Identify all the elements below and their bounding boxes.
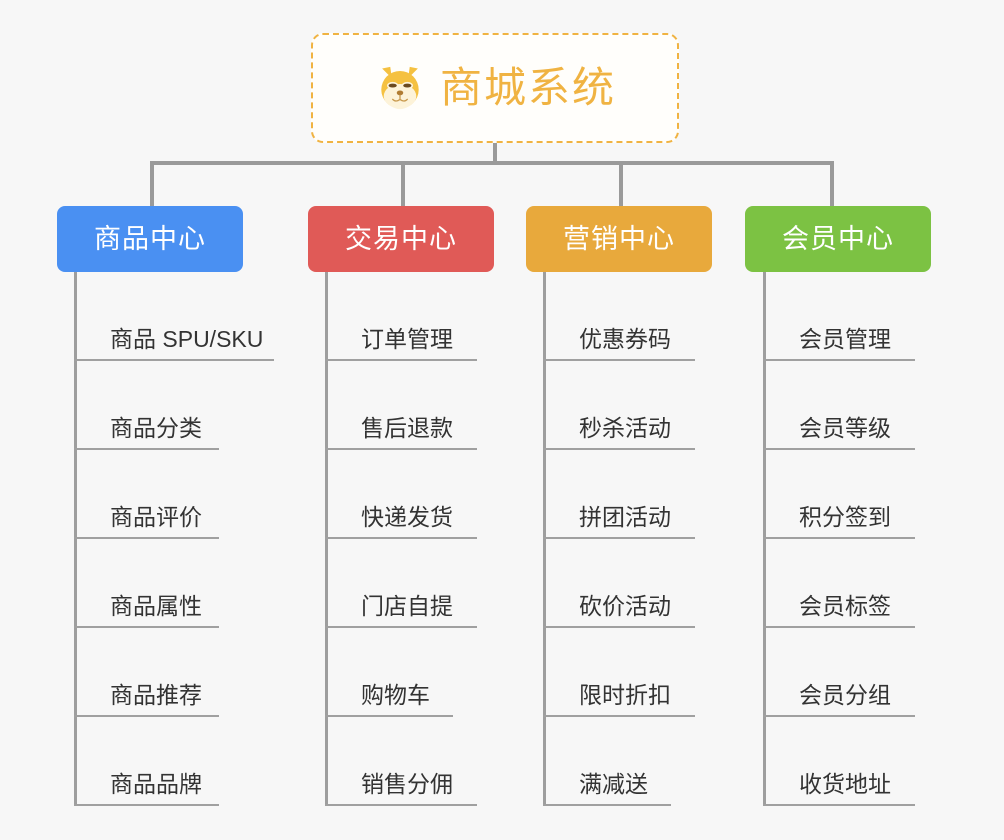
leaf-underline: [325, 537, 477, 539]
leaf-rail-2: [325, 272, 328, 806]
leaf-underline: [763, 804, 915, 806]
leaf-label: 积分签到: [799, 504, 891, 530]
connector-root-stem: [493, 143, 497, 165]
leaf-label: 收货地址: [799, 771, 891, 797]
leaf-item[interactable]: 售后退款: [325, 361, 485, 450]
leaf-item[interactable]: 砍价活动: [543, 539, 703, 628]
leaf-label: 会员标签: [799, 593, 891, 619]
root-node-title: 商城系统: [439, 64, 616, 111]
leaf-underline: [543, 537, 695, 539]
leaf-label: 会员分组: [799, 682, 891, 708]
leaf-rail-1: [74, 272, 77, 806]
leaf-item[interactable]: 商品分类: [74, 361, 284, 450]
leaf-item[interactable]: 商品属性: [74, 539, 284, 628]
leaf-underline: [543, 626, 695, 628]
leaf-underline: [74, 537, 219, 539]
category-label-2: 交易中心: [345, 223, 457, 254]
leaf-label: 销售分佣: [361, 771, 453, 797]
leaf-item[interactable]: 商品品牌: [74, 717, 284, 806]
leaf-item[interactable]: 积分签到: [763, 450, 923, 539]
leaf-label: 优惠券码: [579, 326, 671, 352]
category-label-4: 会员中心: [782, 223, 894, 254]
leaf-label: 会员管理: [799, 326, 891, 352]
leaf-item[interactable]: 购物车: [325, 628, 485, 717]
leaf-label: 商品品牌: [110, 771, 202, 797]
category-node-2[interactable]: 交易中心: [308, 206, 494, 272]
leaf-label: 商品评价: [110, 504, 202, 530]
leaf-item[interactable]: 拼团活动: [543, 450, 703, 539]
leaf-underline: [543, 448, 695, 450]
leaf-item[interactable]: 收货地址: [763, 717, 923, 806]
leaf-label: 拼团活动: [579, 504, 671, 530]
leaf-underline: [325, 804, 477, 806]
leaf-column-1: 商品 SPU/SKU 商品分类 商品评价 商品属性 商品推荐 商品品牌: [74, 272, 284, 806]
leaf-label: 秒杀活动: [579, 415, 671, 441]
leaf-underline: [325, 448, 477, 450]
leaf-underline: [543, 804, 671, 806]
connector-horizontal-bus: [150, 161, 834, 165]
connector-drop-1: [150, 161, 154, 207]
connector-drop-4: [830, 161, 834, 207]
leaf-item[interactable]: 销售分佣: [325, 717, 485, 806]
leaf-item[interactable]: 会员标签: [763, 539, 923, 628]
leaf-item[interactable]: 会员等级: [763, 361, 923, 450]
leaf-item[interactable]: 满减送: [543, 717, 703, 806]
leaf-item[interactable]: 商品评价: [74, 450, 284, 539]
leaf-label: 售后退款: [361, 415, 453, 441]
category-node-4[interactable]: 会员中心: [745, 206, 931, 272]
leaf-label: 购物车: [361, 682, 430, 708]
leaf-rail-3: [543, 272, 546, 806]
leaf-item[interactable]: 会员分组: [763, 628, 923, 717]
leaf-label: 砍价活动: [579, 593, 671, 619]
shiba-dog-face-icon: [374, 62, 426, 114]
leaf-label: 商品属性: [110, 593, 202, 619]
leaf-underline: [763, 537, 915, 539]
leaf-rail-4: [763, 272, 766, 806]
leaf-underline: [325, 359, 477, 361]
category-label-1: 商品中心: [94, 223, 206, 254]
leaf-label: 订单管理: [361, 326, 453, 352]
leaf-item[interactable]: 商品推荐: [74, 628, 284, 717]
leaf-label: 商品 SPU/SKU: [110, 326, 264, 352]
leaf-column-4: 会员管理 会员等级 积分签到 会员标签 会员分组 收货地址: [763, 272, 923, 806]
leaf-underline: [325, 715, 453, 717]
leaf-item[interactable]: 快递发货: [325, 450, 485, 539]
leaf-label: 快递发货: [361, 504, 453, 530]
category-node-3[interactable]: 营销中心: [526, 206, 712, 272]
leaf-item[interactable]: 优惠券码: [543, 272, 703, 361]
leaf-underline: [763, 626, 915, 628]
leaf-column-2: 订单管理 售后退款 快递发货 门店自提 购物车 销售分佣: [325, 272, 485, 806]
leaf-underline: [763, 359, 915, 361]
category-node-1[interactable]: 商品中心: [57, 206, 243, 272]
leaf-item[interactable]: 门店自提: [325, 539, 485, 628]
leaf-underline: [74, 448, 219, 450]
leaf-label: 门店自提: [361, 593, 453, 619]
leaf-underline: [74, 715, 219, 717]
leaf-underline: [74, 804, 219, 806]
leaf-underline: [763, 448, 915, 450]
leaf-label: 商品推荐: [110, 682, 202, 708]
leaf-underline: [325, 626, 477, 628]
leaf-underline: [543, 715, 695, 717]
leaf-label: 限时折扣: [579, 682, 671, 708]
leaf-underline: [74, 626, 219, 628]
leaf-label: 商品分类: [110, 415, 202, 441]
root-node-mall-system[interactable]: 商城系统: [311, 33, 679, 143]
leaf-item[interactable]: 商品 SPU/SKU: [74, 272, 284, 361]
leaf-item[interactable]: 订单管理: [325, 272, 485, 361]
leaf-item[interactable]: 会员管理: [763, 272, 923, 361]
connector-drop-2: [401, 161, 405, 207]
connector-drop-3: [619, 161, 623, 207]
leaf-underline: [763, 715, 915, 717]
leaf-underline: [74, 359, 274, 361]
leaf-underline: [543, 359, 695, 361]
leaf-column-3: 优惠券码 秒杀活动 拼团活动 砍价活动 限时折扣 满减送: [543, 272, 703, 806]
leaf-item[interactable]: 秒杀活动: [543, 361, 703, 450]
leaf-label: 会员等级: [799, 415, 891, 441]
category-label-3: 营销中心: [563, 223, 675, 254]
leaf-item[interactable]: 限时折扣: [543, 628, 703, 717]
leaf-label: 满减送: [579, 771, 648, 797]
